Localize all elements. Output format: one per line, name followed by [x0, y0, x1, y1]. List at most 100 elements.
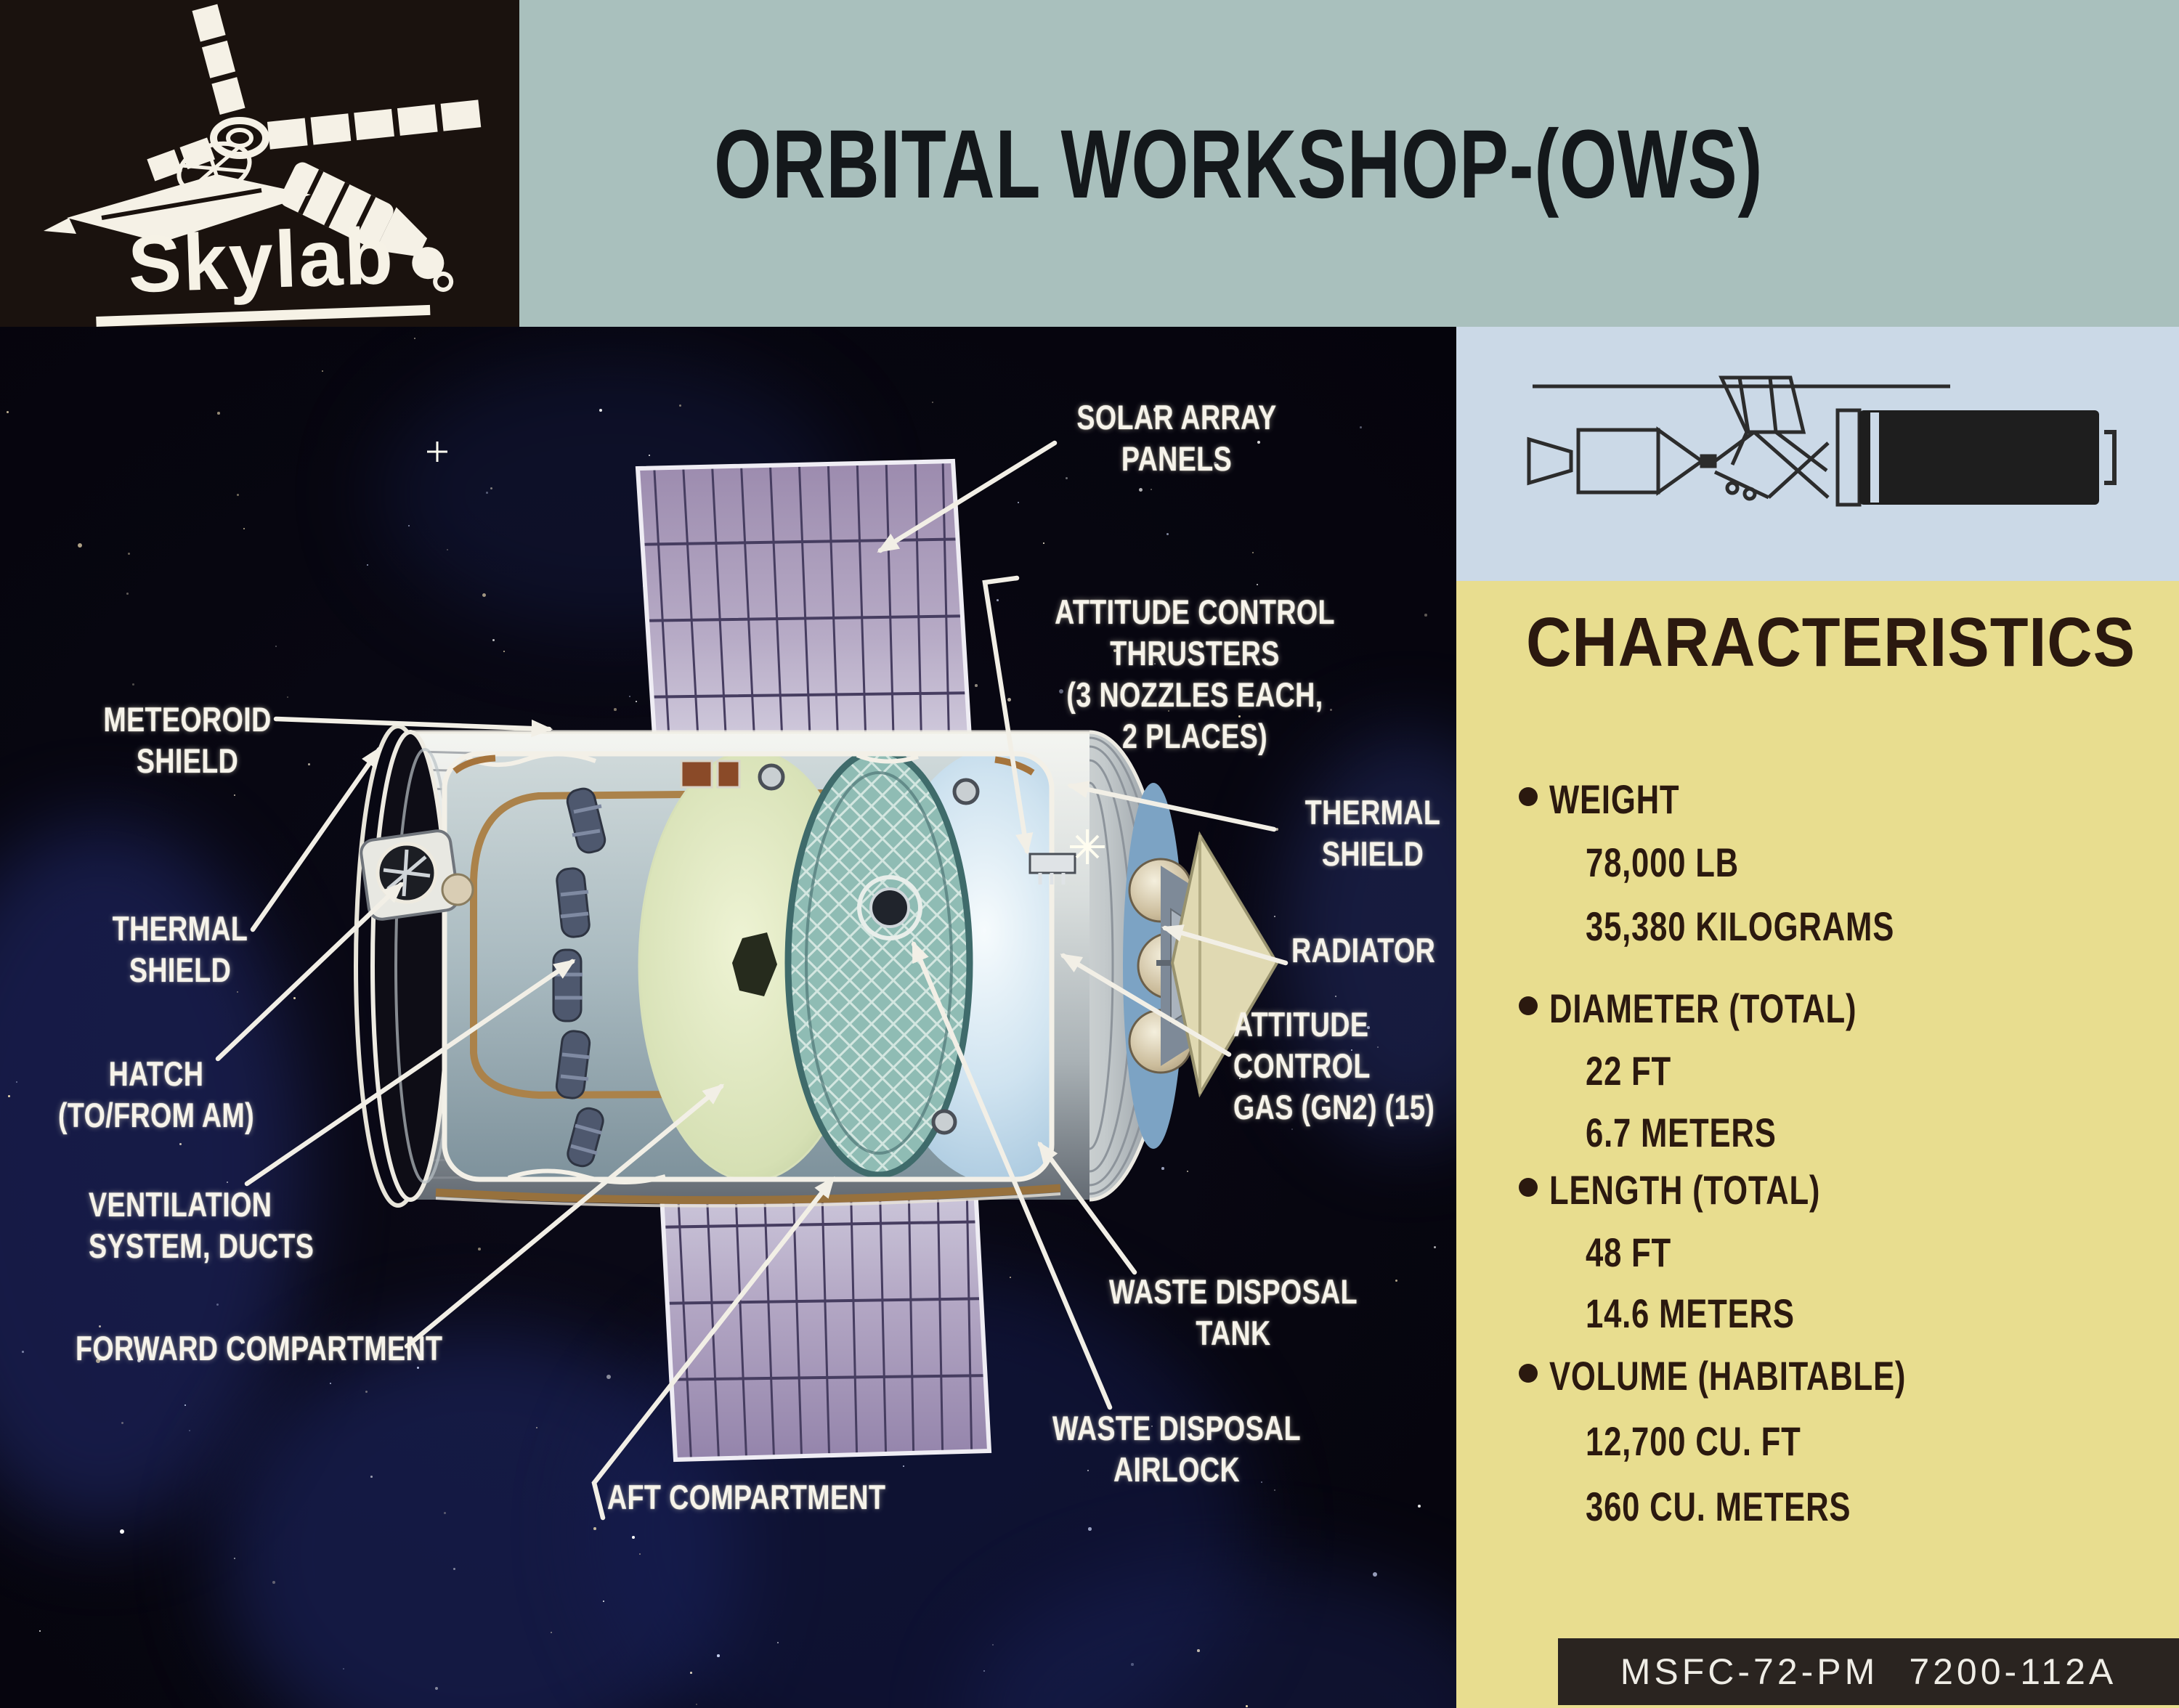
skylab-logo-text: Skylab [92, 208, 431, 327]
badge-id-left: MSFC-72-PM [1620, 1651, 1879, 1692]
waste-airlock-device [857, 875, 922, 940]
schematic-forward-section [1835, 408, 1862, 507]
bullet-dot [1519, 1364, 1538, 1383]
star-dot [293, 997, 296, 1000]
characteristic-label: VOLUME (HABITABLE) [1549, 1353, 1907, 1399]
leader-radiator [1161, 924, 1289, 966]
ventilation-ducts [552, 787, 606, 1168]
cutaway-edge [442, 751, 1055, 1184]
label-line: VENTILATION [89, 1185, 272, 1224]
star-dot [237, 494, 239, 496]
star-dot [649, 455, 651, 457]
star-dot [365, 1391, 368, 1393]
star-dot [629, 696, 630, 697]
star-dot [614, 708, 617, 711]
characteristic-label: LENGTH (TOTAL) [1549, 1167, 1821, 1213]
label-hatch: HATCH (TO/FROM AM) [58, 1053, 254, 1136]
label-line: THERMAL [112, 909, 248, 948]
characteristic-value: 22 FT [1586, 1048, 1671, 1094]
star-dot [1257, 441, 1261, 444]
characteristic-value: 35,380 KILOGRAMS [1586, 903, 1895, 949]
star-dot [1261, 1481, 1262, 1483]
star-dot [1275, 828, 1279, 831]
leader-gas [1060, 953, 1232, 1057]
schematic-ows-highlight [1859, 410, 2117, 505]
leader-forward [404, 1083, 725, 1349]
star-dot [128, 553, 130, 555]
star-dot [287, 696, 289, 699]
star-dot [408, 525, 410, 526]
star-dot [1316, 946, 1318, 948]
star-dot [1139, 488, 1143, 492]
star-dot [903, 1465, 905, 1468]
star-dot [136, 1343, 137, 1344]
star-dot [606, 1375, 612, 1380]
star-dot [96, 1359, 100, 1363]
characteristic-value: 6.7 METERS [1586, 1110, 1777, 1155]
thruster-cluster [1028, 853, 1076, 884]
star-dot [189, 1430, 190, 1431]
star-dot [1351, 1049, 1352, 1051]
star-dot [482, 593, 487, 598]
star-dot [1250, 692, 1252, 694]
leader-thrusters [982, 575, 1034, 855]
star-dot [1373, 1572, 1377, 1577]
leader-thermal-right [1066, 781, 1277, 832]
sparkle-star [427, 442, 1105, 864]
star-dot [227, 1182, 228, 1183]
label-line: RADIATOR [1291, 931, 1436, 969]
leader-aft [591, 1176, 835, 1521]
star-dot [453, 1568, 456, 1571]
ows-cutaway-illustration [215, 440, 1289, 1521]
star-dot [1395, 1280, 1398, 1282]
starfield-illustration-area: SOLAR ARRAY PANELS ATTITUDE CONTROL THRU… [0, 327, 1456, 1708]
bullet-dot [1519, 996, 1538, 1015]
label-line: SHIELD [129, 951, 232, 989]
badge-id-right: 7200-112A [1909, 1651, 2117, 1692]
star-dot [975, 684, 978, 687]
star-dot [240, 1105, 243, 1107]
star-dot [1166, 533, 1169, 535]
star-dot [603, 1601, 604, 1602]
label-line: (TO/FROM AM) [57, 1096, 255, 1134]
label-line: CONTROL [1233, 1046, 1371, 1085]
characteristic-label: DIAMETER (TOTAL) [1549, 985, 1857, 1031]
schematic-truss [1713, 430, 1830, 501]
grid-floor [784, 754, 973, 1179]
star-dot [1151, 489, 1153, 491]
star-dot [234, 794, 235, 796]
star-dot [983, 1670, 985, 1672]
star-dot [1239, 1078, 1241, 1079]
star-dot [1088, 1527, 1092, 1531]
label-forward-compartment: FORWARD COMPARTMENT [76, 1327, 442, 1369]
label-radiator: RADIATOR [1291, 930, 1435, 971]
leader-solar-array [877, 440, 1058, 553]
star-dot [272, 1581, 275, 1584]
star-dot [1066, 477, 1068, 479]
star-dot [435, 1687, 438, 1690]
star-dot [414, 338, 416, 340]
leader-hatch [215, 882, 404, 1062]
star-dot [417, 1367, 420, 1370]
label-line: TANK [1196, 1314, 1271, 1352]
star-dot [184, 1404, 186, 1406]
star-dot [343, 1668, 344, 1670]
label-line: THERMAL [1304, 793, 1441, 831]
star-dot [1418, 1505, 1421, 1508]
star-dot [217, 412, 220, 415]
star-dot [7, 411, 9, 413]
label-ventilation: VENTILATION SYSTEM, DUCTS [89, 1184, 314, 1266]
characteristic-value: 14.6 METERS [1586, 1290, 1795, 1336]
star-dot [308, 763, 310, 765]
star-dot [1154, 663, 1156, 664]
document-id-badge: MSFC-72-PM 7200-112A [1558, 1638, 2179, 1705]
star-dot [503, 651, 505, 652]
star-dot [216, 1304, 219, 1306]
label-line: SOLAR ARRAY [1076, 398, 1277, 436]
label-line: AIRLOCK [1113, 1450, 1241, 1489]
star-dot [1330, 709, 1333, 712]
star-dot [275, 646, 277, 648]
star-dot [1274, 1489, 1276, 1492]
star-dot [367, 564, 369, 566]
